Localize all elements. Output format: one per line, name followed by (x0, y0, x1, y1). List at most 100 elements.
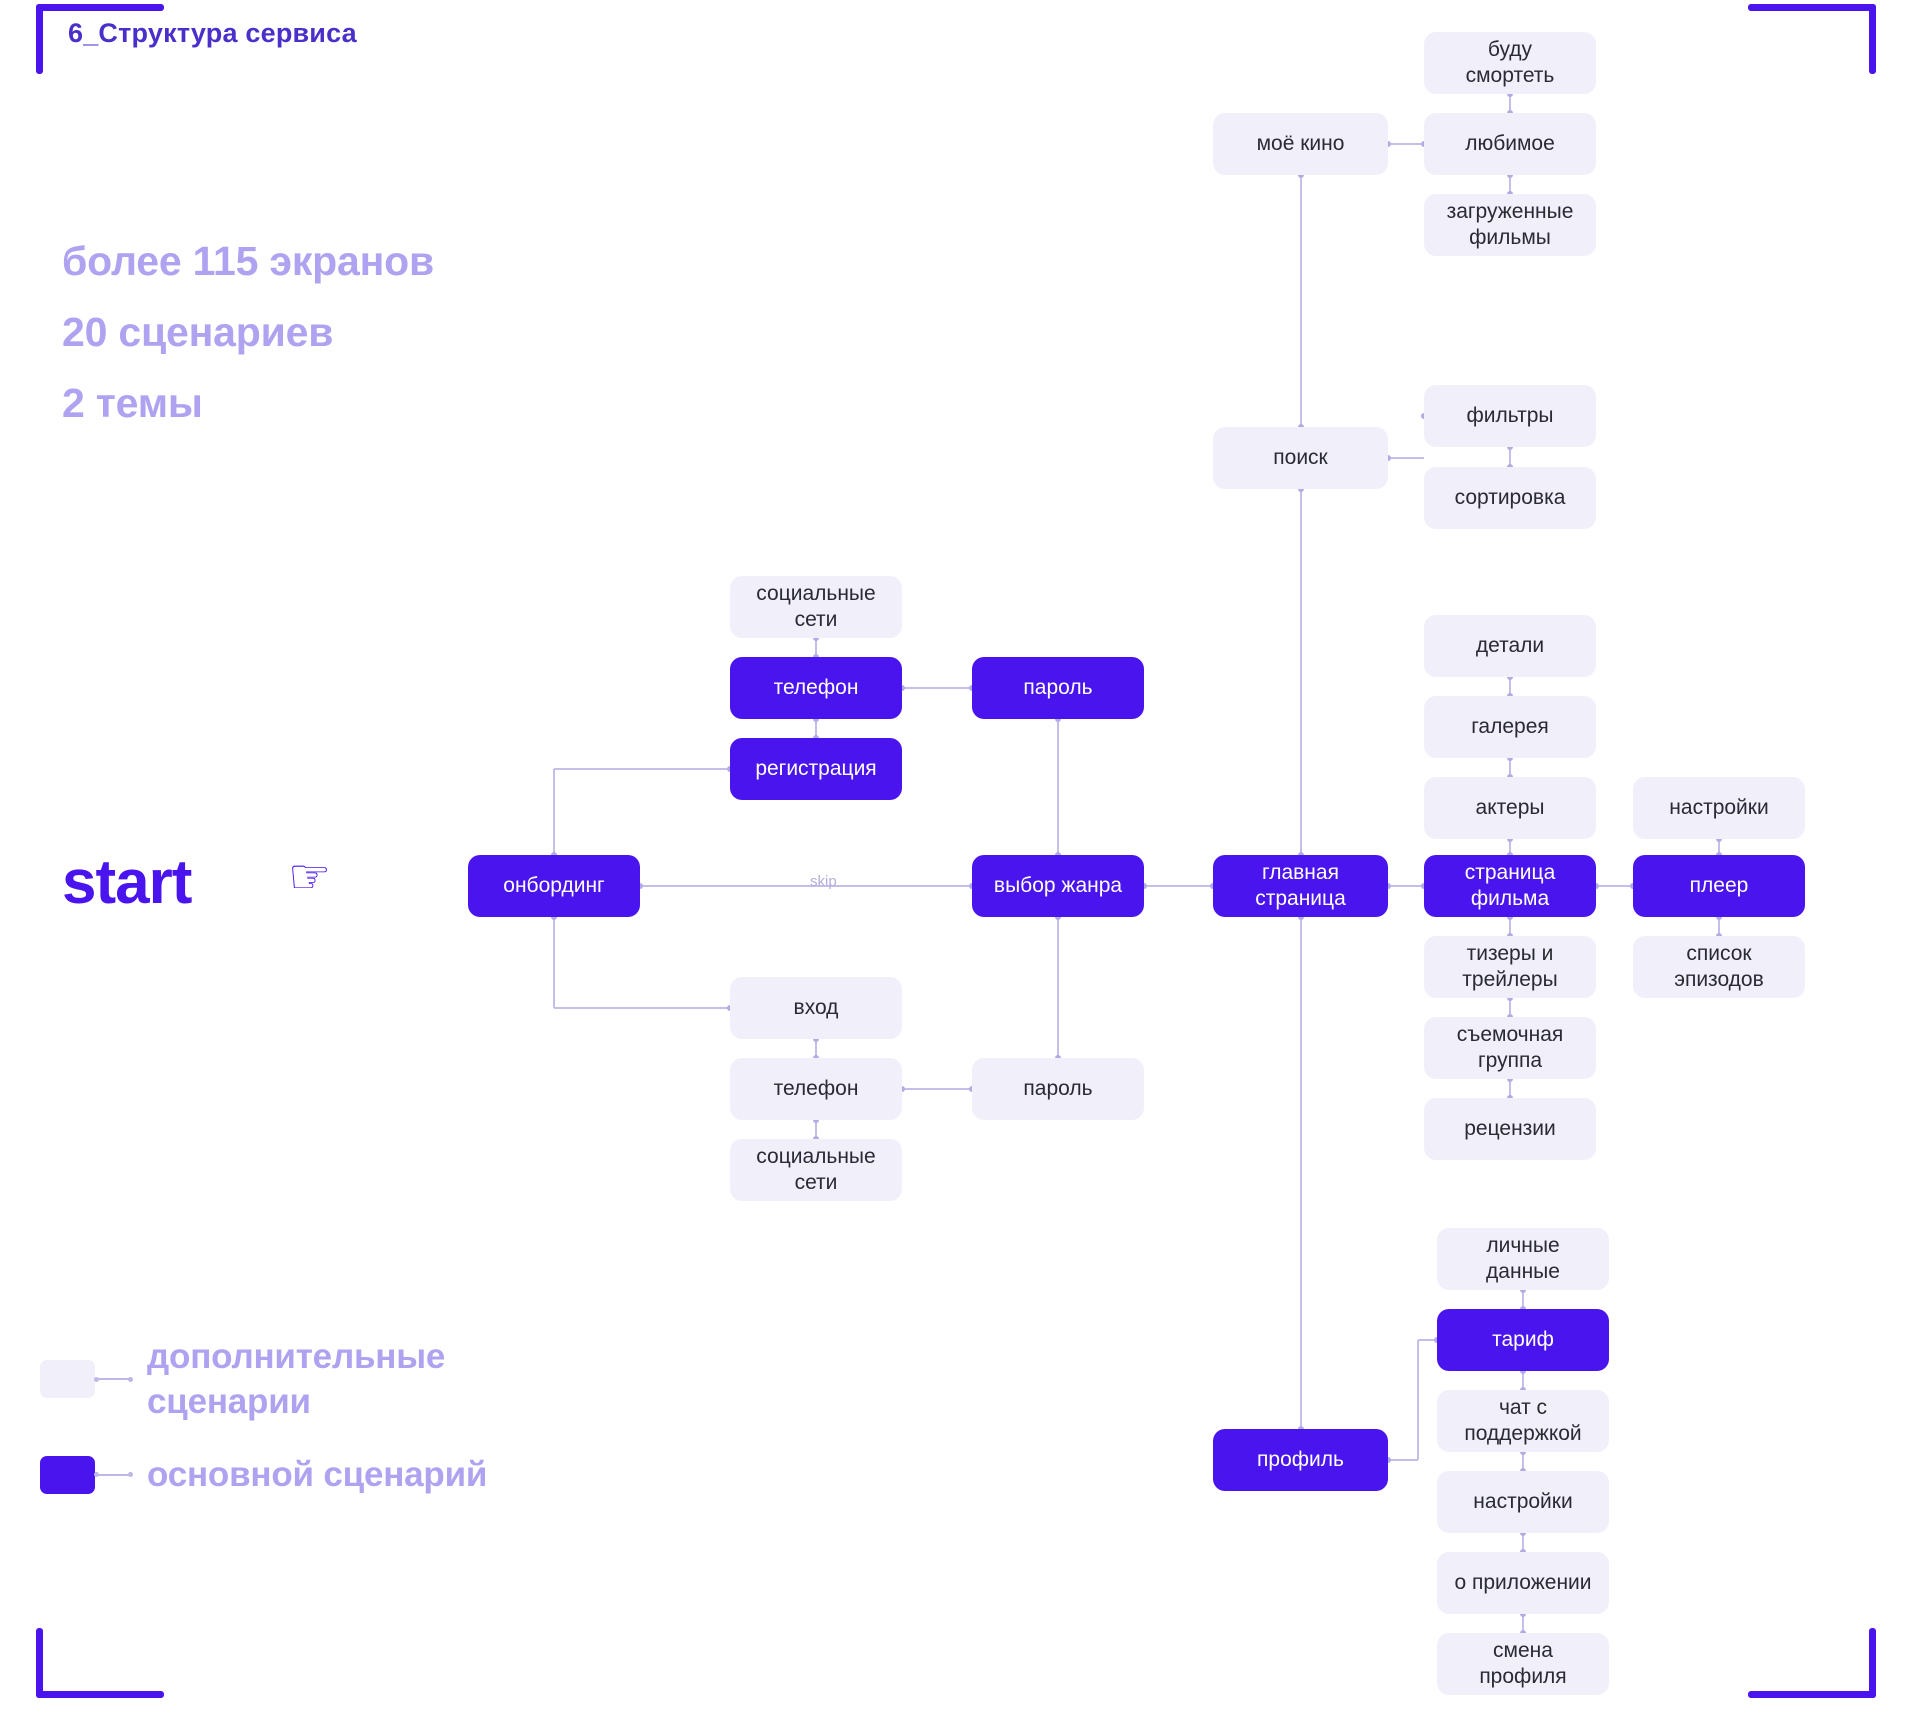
node-aktery[interactable]: актеры (1424, 777, 1596, 839)
node-nastroyki-player[interactable]: настройки (1633, 777, 1805, 839)
edge-endpoint-dot (1520, 1611, 1526, 1617)
stats-line-scenarios: 20 сценариев (62, 309, 334, 355)
edge-segment (1299, 489, 1302, 855)
edge-segment (1417, 1340, 1419, 1460)
node-label: моё кино (1256, 132, 1345, 155)
edge-endpoint-dot (1593, 883, 1599, 889)
edge-label-skip: skip (810, 873, 837, 890)
edge-endpoint-dot (1141, 883, 1147, 889)
edge-segment (1388, 1459, 1418, 1461)
node-telefon-1[interactable]: телефон (730, 657, 902, 719)
edge-segment (1299, 917, 1302, 1429)
node-label: детали (1475, 634, 1545, 657)
node-vkhod[interactable]: вход (730, 977, 902, 1039)
edge-endpoint-dot (1507, 91, 1513, 97)
edge-segment (815, 638, 817, 657)
legend-label-additional-line2: сценарии (147, 1382, 311, 1421)
legend-label-main: основной сценарий (147, 1455, 488, 1494)
edge-endpoint-dot (899, 1086, 905, 1092)
edge-endpoint-dot (551, 914, 557, 920)
edge-endpoint-dot (1520, 1449, 1526, 1455)
edge-segment (1509, 917, 1511, 936)
node-detali[interactable]: детали (1424, 615, 1596, 677)
node-filtry[interactable]: фильтры (1424, 385, 1596, 447)
edge-segment (1718, 839, 1720, 855)
node-lyubimoe[interactable]: любимое (1424, 113, 1596, 175)
edge-segment (1522, 1614, 1524, 1633)
edge-endpoint-dot (1385, 883, 1391, 889)
node-pleer[interactable]: плеер (1633, 855, 1805, 917)
edge-segment (1509, 1079, 1511, 1098)
edge-endpoint-dot (1385, 1457, 1391, 1463)
node-label: поиск (1273, 446, 1328, 469)
node-registratsiya[interactable]: регистрация (730, 738, 902, 800)
edge-endpoint-dot (1385, 141, 1391, 147)
edge-segment (554, 768, 730, 770)
edge-endpoint-dot (1385, 455, 1391, 461)
node-parol-1[interactable]: пароль (972, 657, 1144, 719)
node-parol-2[interactable]: пароль (972, 1058, 1144, 1120)
edge-segment (640, 885, 972, 887)
pointing-hand-icon: ☞ (288, 851, 332, 904)
node-label: выбор жанра (993, 874, 1123, 897)
node-vybor-zhanra[interactable]: выбор жанра (972, 855, 1144, 917)
edge-endpoint-dot (1507, 444, 1513, 450)
legend: дополнительные сценарии основной сценари… (40, 1334, 487, 1525)
edge-endpoint-dot (1507, 755, 1513, 761)
edge-segment (1057, 719, 1059, 855)
edge-segment (1509, 758, 1511, 777)
node-galereya[interactable]: галерея (1424, 696, 1596, 758)
node-poisk[interactable]: поиск (1213, 427, 1388, 489)
node-label: плеер (1689, 874, 1749, 897)
node-label: сортировка (1454, 486, 1566, 509)
edge-endpoint-dot (1507, 836, 1513, 842)
edge-segment (554, 1007, 730, 1009)
legend-label-additional: дополнительные сценарии (147, 1334, 445, 1424)
node-label: настройки (1669, 796, 1769, 819)
node-moyo-kino[interactable]: моё кино (1213, 113, 1388, 175)
node-sortirovka[interactable]: сортировка (1424, 467, 1596, 529)
edge-endpoint-dot (1716, 836, 1722, 842)
node-label: телефон (773, 676, 859, 699)
node-tarif[interactable]: тариф (1437, 1309, 1609, 1371)
corner-bracket-bottom-left (36, 1628, 164, 1698)
edge-segment (553, 917, 555, 1008)
edge-endpoint-dot (1507, 995, 1513, 1001)
node-onbording[interactable]: онбординг (468, 855, 640, 917)
edge-endpoint-dot (1520, 1287, 1526, 1293)
node-telefon-2[interactable]: телефон (730, 1058, 902, 1120)
edge-endpoint-dot (1055, 914, 1061, 920)
node-label: рецензии (1464, 1117, 1556, 1140)
edge-segment (1388, 143, 1424, 145)
edge-endpoint-dot (1297, 486, 1304, 492)
stats-block: более 115 экранов 20 сценариев 2 темы (62, 226, 434, 439)
edge-segment (1388, 885, 1424, 887)
node-retsenzii[interactable]: рецензии (1424, 1098, 1596, 1160)
node-nastroyki-profil[interactable]: настройки (1437, 1471, 1609, 1533)
edge-endpoint-dot (1055, 716, 1061, 722)
node-profil[interactable]: профиль (1213, 1429, 1388, 1491)
edge-endpoint-dot (1297, 914, 1304, 920)
node-label: актеры (1475, 796, 1545, 819)
start-label: start (62, 848, 192, 917)
edge-endpoint-dot (1520, 1530, 1526, 1536)
node-o-prilozhenii[interactable]: о приложении (1437, 1552, 1609, 1614)
